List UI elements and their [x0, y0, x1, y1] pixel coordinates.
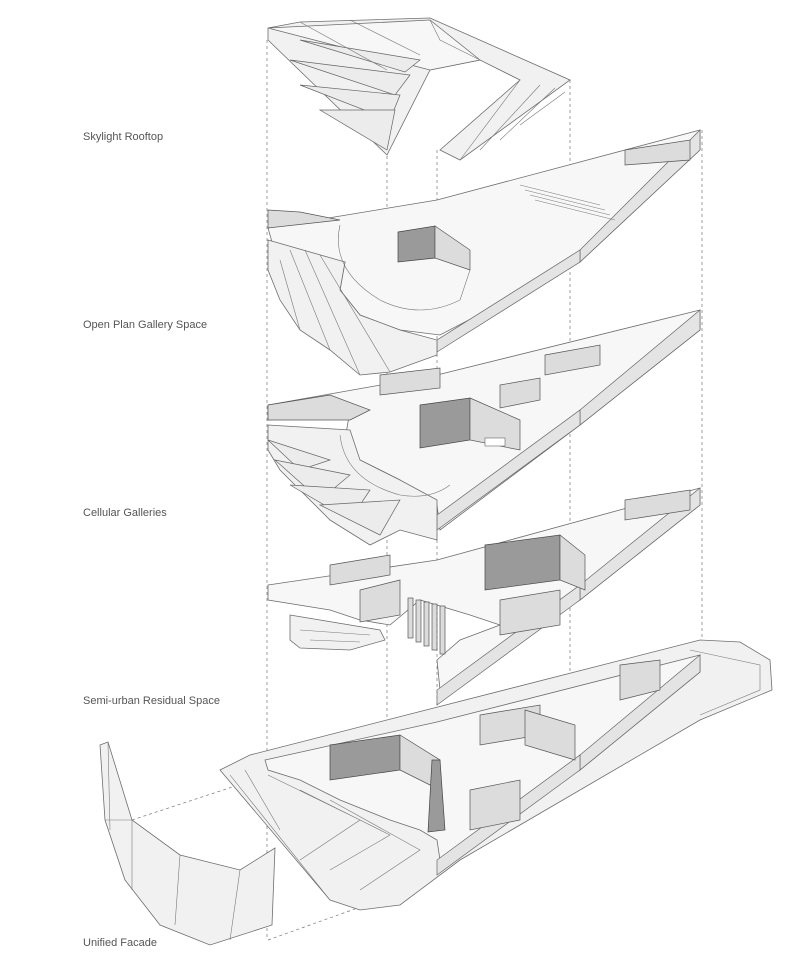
semi-urban-residual-layer [267, 487, 701, 706]
layer-label-unified-facade: Unified Facade [83, 937, 157, 949]
layer-label-cellular-galleries: Cellular Galleries [83, 507, 167, 519]
skylight-rooftop-layer [267, 17, 571, 161]
base-plate-layer [219, 639, 773, 911]
open-plan-gallery-layer [267, 129, 701, 376]
layer-label-open-plan-gallery: Open Plan Gallery Space [83, 319, 208, 331]
layer-label-semi-urban-residual: Semi-urban Residual Space [83, 695, 220, 707]
unified-facade-panel [99, 741, 276, 946]
cellular-galleries-layer [267, 309, 701, 546]
layer-label-skylight-rooftop: Skylight Rooftop [83, 131, 164, 143]
column-cluster [407, 597, 446, 655]
